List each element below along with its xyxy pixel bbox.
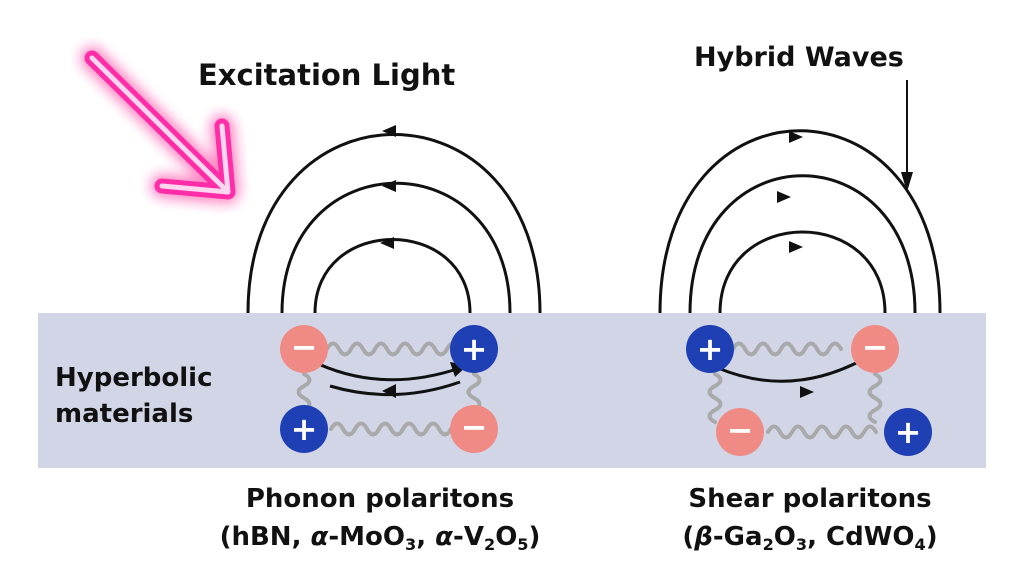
charge-positive: + bbox=[280, 405, 328, 453]
left-field-arrowheads bbox=[380, 125, 396, 249]
hyperbolic-materials-label: Hyperbolic materials bbox=[55, 360, 213, 432]
charge-negative: − bbox=[851, 325, 899, 373]
left-field-lines bbox=[246, 133, 542, 314]
right-field-lines bbox=[658, 129, 942, 314]
phonon-polaritons-caption: Phonon polaritons (hBN, α-MoO3, α-V2O5) bbox=[210, 480, 550, 556]
phonon-materials: (hBN, α-MoO3, α-V2O5) bbox=[219, 522, 541, 554]
svg-text:−: − bbox=[727, 411, 754, 449]
svg-text:+: + bbox=[461, 330, 488, 368]
shear-polaritons-caption: Shear polaritons (β-Ga2O3, CdWO4) bbox=[660, 480, 960, 556]
hyperbolic-line-2: materials bbox=[55, 399, 194, 429]
charge-positive: + bbox=[686, 325, 734, 373]
springs bbox=[296, 341, 883, 440]
excitation-light-label: Excitation Light bbox=[198, 58, 456, 92]
hyperbolic-slab bbox=[38, 313, 986, 468]
charge-positive: + bbox=[450, 325, 498, 373]
svg-text:−: − bbox=[291, 328, 318, 366]
svg-text:+: + bbox=[895, 413, 922, 451]
right-field-arrowheads bbox=[777, 131, 803, 253]
shear-title: Shear polaritons bbox=[688, 484, 932, 514]
charge-negative: − bbox=[716, 408, 764, 456]
charge-negative: − bbox=[450, 405, 498, 453]
hyperbolic-line-1: Hyperbolic bbox=[55, 363, 213, 393]
phonon-title: Phonon polaritons bbox=[245, 484, 515, 514]
shear-materials: (β-Ga2O3, CdWO4) bbox=[682, 522, 938, 554]
right-charges: + − − + bbox=[686, 325, 932, 456]
svg-text:−: − bbox=[461, 408, 488, 446]
left-charges: − + + − bbox=[280, 325, 498, 453]
svg-text:+: + bbox=[697, 330, 724, 368]
hybrid-waves-label: Hybrid Waves bbox=[694, 42, 904, 73]
svg-text:−: − bbox=[862, 328, 889, 366]
excitation-arrow bbox=[84, 50, 236, 200]
charge-positive: + bbox=[884, 408, 932, 456]
charge-negative: − bbox=[280, 325, 328, 373]
svg-text:+: + bbox=[291, 410, 318, 448]
hybrid-pointer-arrow bbox=[901, 80, 913, 192]
